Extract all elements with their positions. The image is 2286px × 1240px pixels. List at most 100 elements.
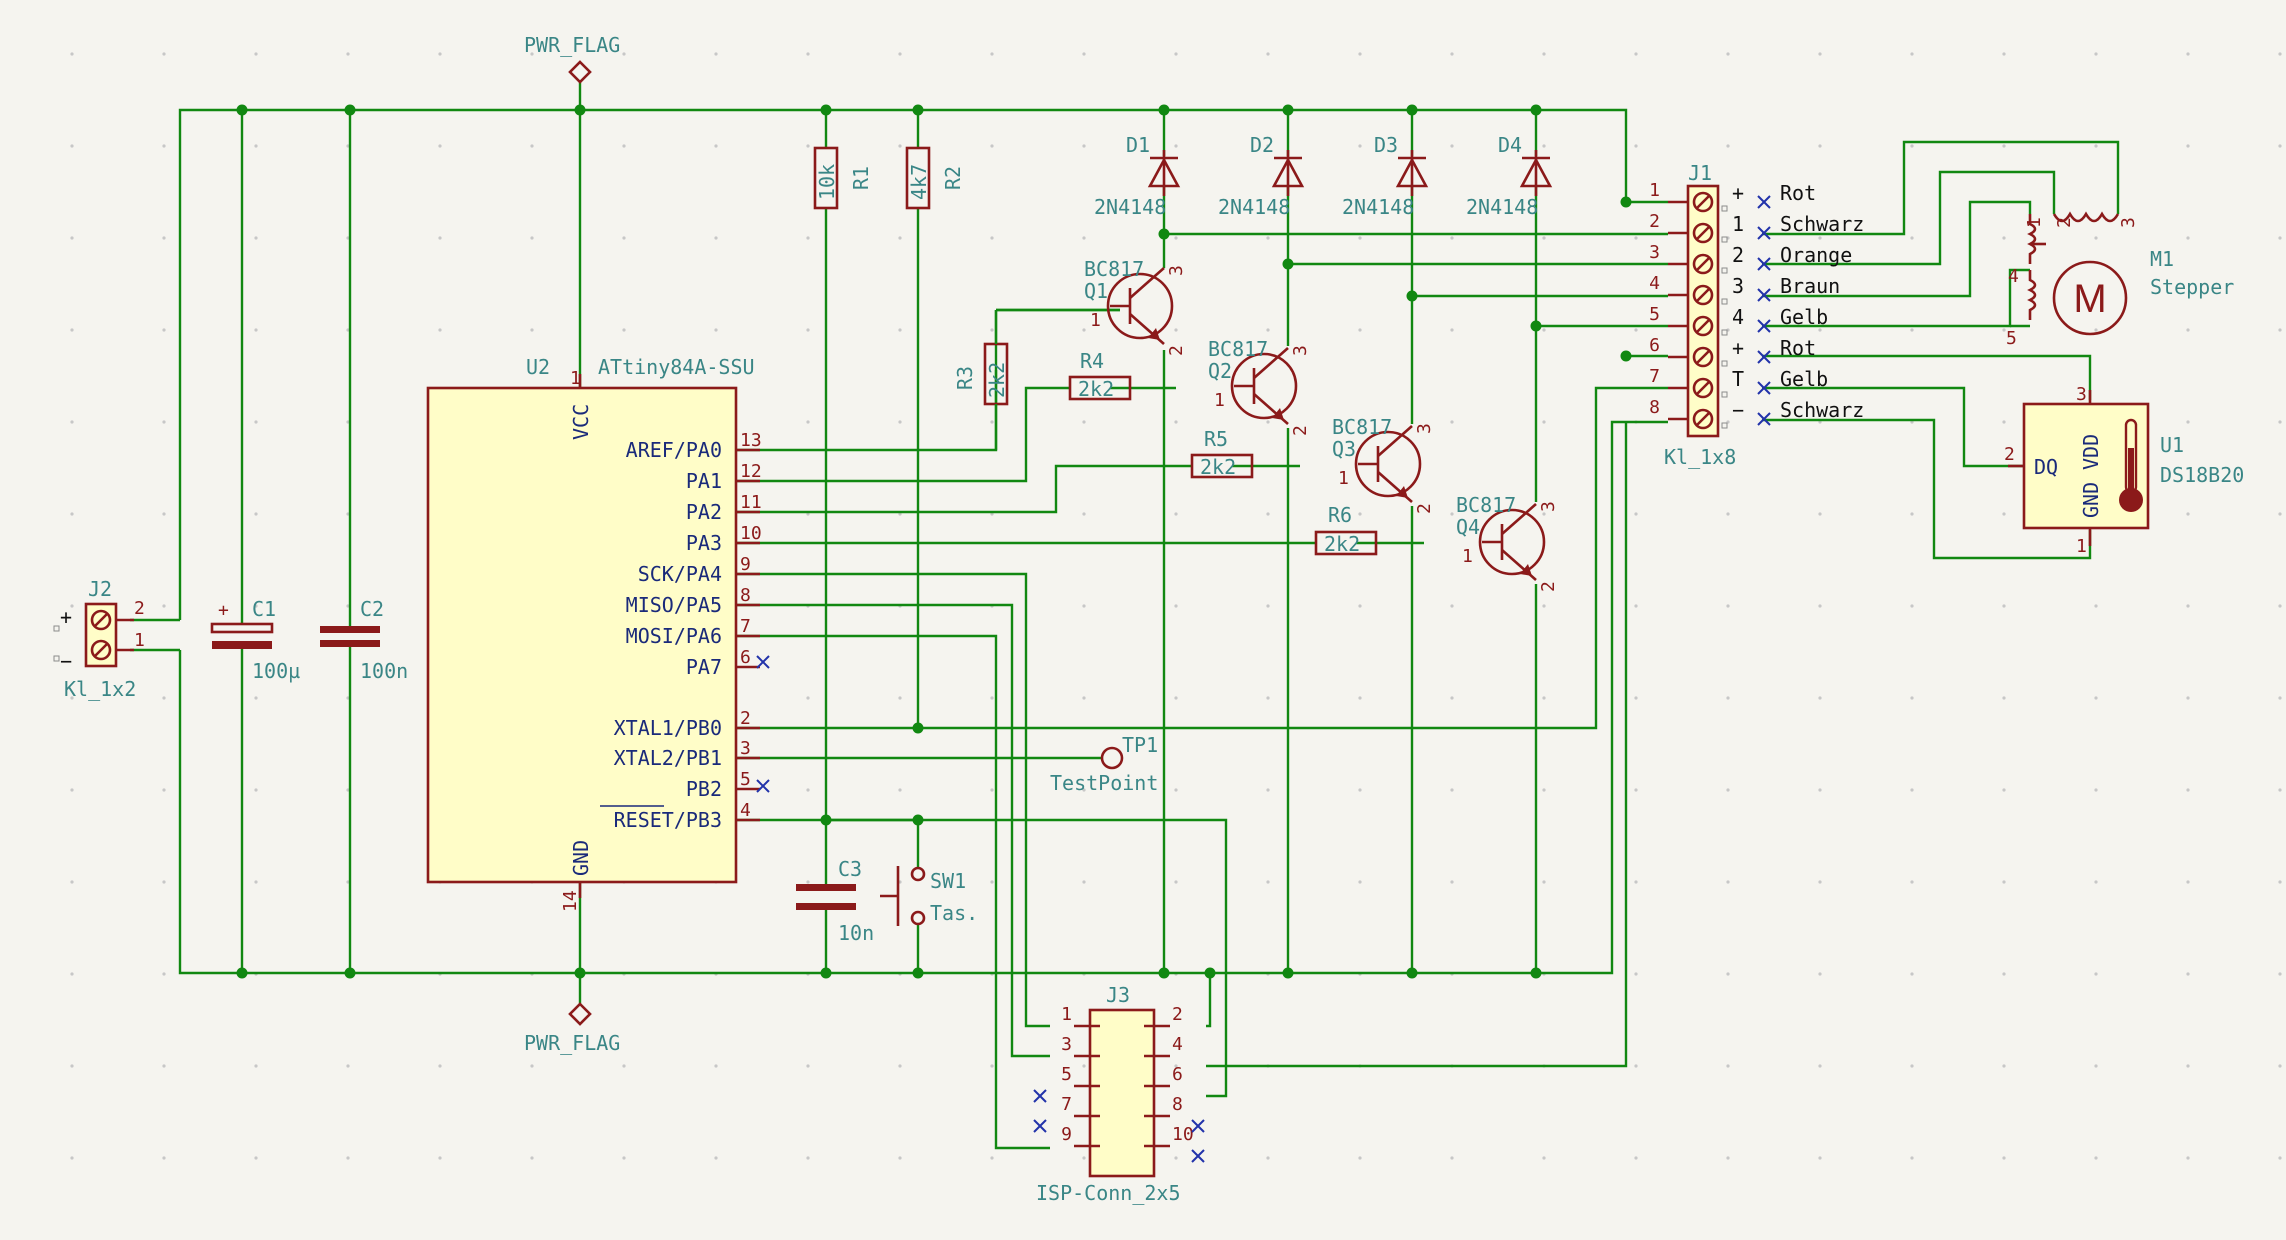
diode-ref: D1 bbox=[1126, 133, 1150, 157]
mcu-pin-label: PA3 bbox=[686, 531, 722, 555]
svg-text:4: 4 bbox=[2008, 266, 2019, 287]
svg-text:3: 3 bbox=[2076, 384, 2087, 405]
svg-text:−: − bbox=[60, 649, 72, 673]
transistor-pin: 3 bbox=[1166, 265, 1187, 276]
transistor-value: BC817 bbox=[1208, 337, 1268, 361]
mcu-pin-11: PA2 11 bbox=[686, 492, 762, 524]
diode-value: 2N4148 bbox=[1094, 195, 1166, 219]
diode-ref: D3 bbox=[1374, 133, 1398, 157]
mcu-pin-label: AREF/PA0 bbox=[626, 438, 722, 462]
j3-pin-number: 9 bbox=[1061, 1124, 1072, 1145]
c2-ref: C2 bbox=[360, 597, 384, 621]
j3-pin-4: 4 bbox=[1144, 1034, 1183, 1058]
svg-text:14: 14 bbox=[560, 890, 581, 912]
pwr-flag-top: PWR_FLAG bbox=[524, 33, 620, 84]
mcu-pin-number: 4 bbox=[740, 800, 751, 821]
u1-ref: U1 bbox=[2160, 433, 2184, 457]
thermometer-icon bbox=[2119, 418, 2143, 512]
c2-value: 100n bbox=[360, 659, 408, 683]
svg-text:1: 1 bbox=[2024, 217, 2045, 228]
r6-value: 2k2 bbox=[1324, 532, 1360, 556]
mcu-gnd-label: GND bbox=[569, 840, 593, 876]
transistor-pin: 1 bbox=[1214, 390, 1225, 411]
j3-ref: J3 bbox=[1106, 983, 1130, 1007]
r1-ref: R1 bbox=[849, 166, 873, 190]
switch-sw1: SW1 Tas. bbox=[880, 866, 978, 926]
j1-pin-mark: 1 bbox=[1732, 212, 1744, 236]
mcu-pin-label: PA2 bbox=[686, 500, 722, 524]
j1-pin-mark: 2 bbox=[1732, 243, 1744, 267]
r2-ref: R2 bbox=[941, 166, 965, 190]
sw1-value: Tas. bbox=[930, 901, 978, 925]
mcu-pin-label: SCK/PA4 bbox=[638, 562, 722, 586]
wires bbox=[130, 80, 2120, 1150]
c3-value: 10n bbox=[838, 921, 874, 945]
c3-ref: C3 bbox=[838, 857, 862, 881]
transistor-ref: Q2 bbox=[1208, 359, 1232, 383]
r6-ref: R6 bbox=[1328, 503, 1352, 527]
j1-pin-number: 8 bbox=[1649, 397, 1660, 418]
resistor-r1: 10k R1 bbox=[813, 146, 873, 210]
capacitor-c3: C3 10n bbox=[796, 857, 874, 945]
r3-ref: R3 bbox=[953, 366, 977, 390]
j1-pin-8: 8−Schwarz bbox=[1649, 397, 1864, 430]
j2-value: Kl_1x2 bbox=[64, 677, 136, 701]
transistor-ref: Q3 bbox=[1332, 437, 1356, 461]
j3-pin-6: 6 bbox=[1144, 1064, 1183, 1088]
vcc-rail bbox=[178, 108, 1668, 620]
j1-pin-number: 7 bbox=[1649, 366, 1660, 387]
u1-gnd-label: GND bbox=[2079, 482, 2103, 518]
j1-pin-mark: 3 bbox=[1732, 274, 1744, 298]
j3-pin-number: 8 bbox=[1172, 1094, 1183, 1115]
r4-ref: R4 bbox=[1080, 349, 1104, 373]
j3-pin-1: 1 bbox=[1061, 1004, 1100, 1028]
j1-pin-1: 1+Rot bbox=[1649, 180, 1816, 213]
grid bbox=[70, 52, 2282, 1160]
j1-wire-color: Schwarz bbox=[1780, 212, 1864, 236]
mcu-pin-number: 11 bbox=[740, 492, 762, 513]
j1-pin-number: 1 bbox=[1649, 180, 1660, 201]
no-connect-marks bbox=[756, 655, 1205, 1163]
svg-text:3: 3 bbox=[2118, 217, 2139, 228]
mcu-pin-label: MISO/PA5 bbox=[626, 593, 722, 617]
j1-pin-number: 4 bbox=[1649, 273, 1660, 294]
j3-pin-number: 1 bbox=[1061, 1004, 1072, 1025]
transistor-ref: Q4 bbox=[1456, 515, 1480, 539]
svg-text:2: 2 bbox=[134, 598, 145, 619]
mcu-pin-label: PA1 bbox=[686, 469, 722, 493]
j3-pin-9: 9 bbox=[1061, 1124, 1100, 1148]
j1-pin-number: 6 bbox=[1649, 335, 1660, 356]
resistor-r4: 2k2 R4 bbox=[1068, 349, 1132, 401]
mcu-pin-number: 3 bbox=[740, 738, 751, 759]
j1-wire-color: Rot bbox=[1780, 336, 1816, 360]
c1-ref: C1 bbox=[252, 597, 276, 621]
resistor-r5: 2k2 R5 bbox=[1190, 427, 1254, 479]
j1-pin-mark: + bbox=[1732, 336, 1744, 360]
motor-symbol: M bbox=[2073, 277, 2106, 321]
r1-value: 10k bbox=[815, 164, 839, 200]
r2-value: 4k7 bbox=[907, 164, 931, 200]
m1-value: Stepper bbox=[2150, 275, 2234, 299]
mcu-ref: U2 bbox=[526, 355, 550, 379]
j1-pin-2: 2 1 Schwarz bbox=[1649, 211, 1864, 244]
j1-pin-number: 2 bbox=[1649, 211, 1660, 232]
mcu-pin-number: 6 bbox=[740, 647, 751, 668]
stepper-m1: M 1 2 3 4 5 M1 Stepper bbox=[2006, 211, 2234, 349]
mcu-pin-number: 13 bbox=[740, 430, 762, 451]
svg-text:5: 5 bbox=[2006, 328, 2017, 349]
j1-ref: J1 bbox=[1688, 161, 1712, 185]
tp1-ref: TP1 bbox=[1122, 733, 1158, 757]
mcu-pin-label: PA7 bbox=[686, 655, 722, 679]
mcu-pin-label: XTAL1/PB0 bbox=[614, 716, 722, 740]
